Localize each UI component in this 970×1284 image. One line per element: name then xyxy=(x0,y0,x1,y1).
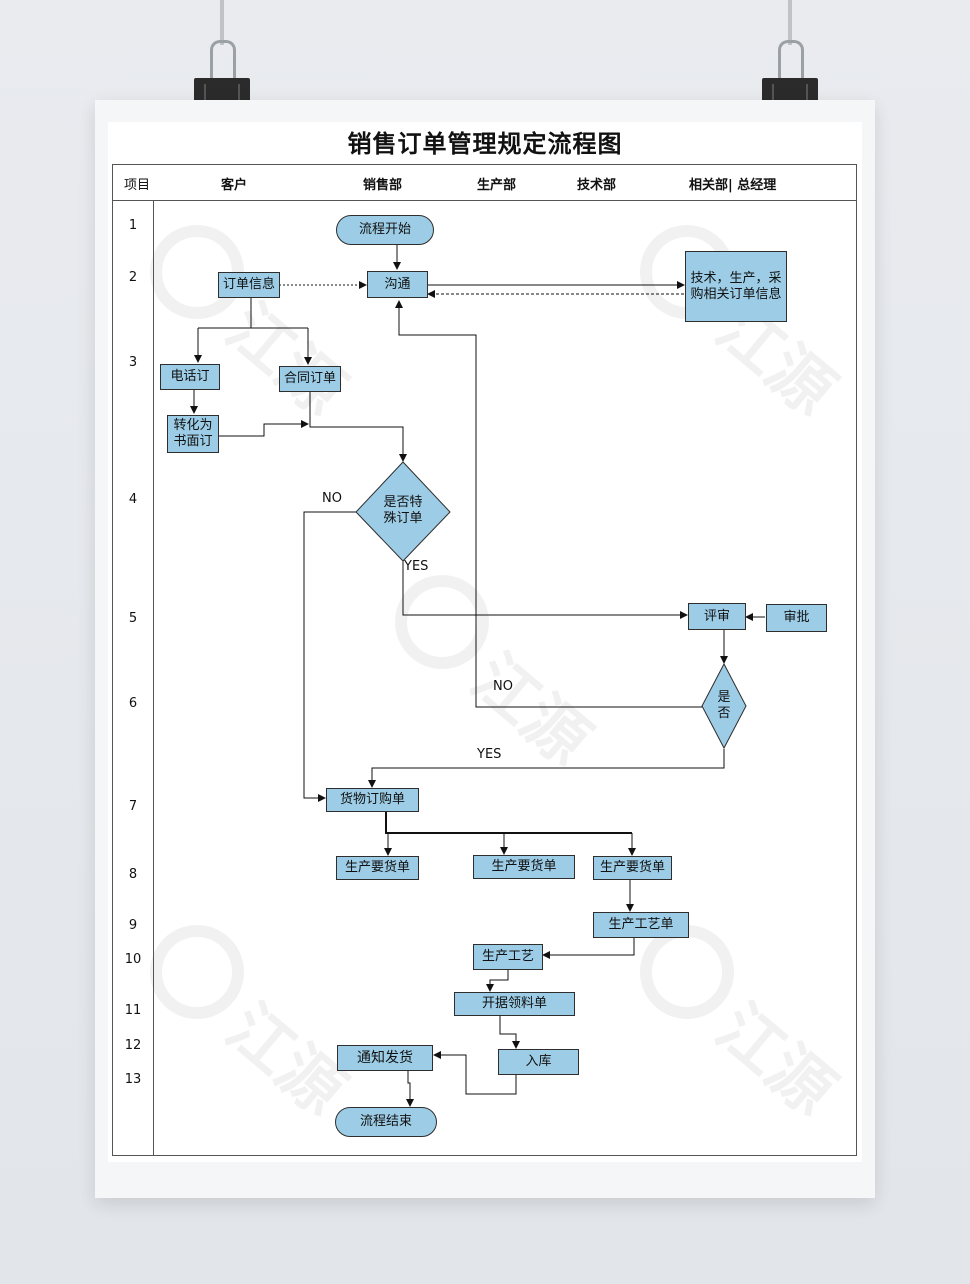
node-to-written-line2: 书面订 xyxy=(173,434,213,449)
node-storage[interactable]: 入库 xyxy=(498,1049,579,1075)
special-order-line1: 是否特 xyxy=(383,495,423,510)
node-production-process[interactable]: 生产工艺 xyxy=(473,944,543,970)
row-number: 2 xyxy=(128,270,138,285)
header-customer: 客户 xyxy=(221,178,248,193)
node-tech-info-line1: 技术，生产，采 xyxy=(690,270,782,286)
node-notify-shipping[interactable]: 通知发货 xyxy=(337,1045,433,1071)
node-process-sheet[interactable]: 生产工艺单 xyxy=(593,912,689,938)
row-number: 3 xyxy=(128,355,138,370)
edge-special-yes xyxy=(402,561,688,619)
node-production-request-1[interactable]: 生产要货单 xyxy=(336,856,419,880)
header-item: 项目 xyxy=(124,178,151,193)
node-review[interactable]: 评审 xyxy=(688,603,746,630)
hanger-loop-left xyxy=(210,40,236,83)
edge-label-no-review: NO xyxy=(493,679,513,694)
node-order-info[interactable]: 订单信息 xyxy=(218,272,280,298)
approved-line1: 是 xyxy=(717,690,731,705)
edge-label-yes-special: YES xyxy=(404,559,429,574)
row-number: 6 xyxy=(128,696,138,711)
header-tech: 技术部 xyxy=(577,178,617,193)
hanger-wire-right xyxy=(788,0,792,45)
node-communicate[interactable]: 沟通 xyxy=(367,271,428,298)
node-approve[interactable]: 审批 xyxy=(766,604,827,632)
node-purchase-order[interactable]: 货物订购单 xyxy=(326,788,419,812)
node-to-written[interactable]: 转化为 书面订 xyxy=(167,415,219,453)
edge-special-no xyxy=(303,511,356,802)
decision-special-order xyxy=(355,461,451,562)
node-start[interactable]: 流程开始 xyxy=(336,215,434,245)
row-number: 13 xyxy=(124,1072,142,1087)
header-related-gm: 相关部| 总经理 xyxy=(689,178,777,193)
approved-line2: 否 xyxy=(717,706,731,721)
edge-purchase-split xyxy=(385,812,632,834)
header-sales: 销售部 xyxy=(363,178,403,193)
edge-label-no-special: NO xyxy=(322,491,342,506)
hanger-loop-right xyxy=(778,40,804,83)
row-number: 7 xyxy=(128,799,138,814)
node-contract-order[interactable]: 合同订单 xyxy=(279,366,341,392)
decision-approved xyxy=(701,662,747,750)
special-order-label[interactable]: 是否特 殊订单 xyxy=(373,495,433,527)
row-number: 8 xyxy=(128,867,138,882)
row-number: 10 xyxy=(124,952,142,967)
edge-decision-no xyxy=(395,300,703,708)
node-phone-order[interactable]: 电话订 xyxy=(160,364,220,390)
row-number: 5 xyxy=(128,611,138,626)
node-tech-info-line2: 购相关订单信息 xyxy=(690,286,782,302)
edge-storage-notify xyxy=(433,1051,517,1095)
row-number: 11 xyxy=(124,1003,142,1018)
edge-contract-special xyxy=(309,392,407,462)
node-production-request-2[interactable]: 生产要货单 xyxy=(473,855,575,879)
row-number: 9 xyxy=(128,918,138,933)
edge-orderinfo-split xyxy=(198,298,308,329)
page-title: 销售订单管理规定流程图 xyxy=(347,130,623,158)
header-production: 生产部 xyxy=(477,178,517,193)
node-material-requisition[interactable]: 开据领料单 xyxy=(454,992,575,1016)
row-number: 12 xyxy=(124,1038,142,1053)
special-order-line2: 殊订单 xyxy=(383,511,423,526)
approved-label[interactable]: 是 否 xyxy=(709,690,739,722)
edge-written-merge xyxy=(219,420,309,437)
node-end[interactable]: 流程结束 xyxy=(335,1107,437,1137)
node-production-request-3[interactable]: 生产要货单 xyxy=(593,856,672,880)
header-divider xyxy=(112,200,857,201)
edge-material-storage xyxy=(499,1016,520,1049)
node-to-written-line1: 转化为 xyxy=(173,418,213,433)
node-tech-info[interactable]: 技术，生产，采 购相关订单信息 xyxy=(685,251,787,322)
row-number: 1 xyxy=(128,218,138,233)
swimlane-table xyxy=(112,164,857,1156)
edge-process-material xyxy=(486,969,509,992)
edge-label-yes-review: YES xyxy=(477,747,502,762)
edge-sheet-process xyxy=(542,937,635,959)
edge-decision-yes xyxy=(368,749,725,788)
hanger-wire-left xyxy=(220,0,224,45)
edge-notify-end xyxy=(406,1071,414,1107)
row-number: 4 xyxy=(128,492,138,507)
row-number-divider xyxy=(153,200,154,1156)
